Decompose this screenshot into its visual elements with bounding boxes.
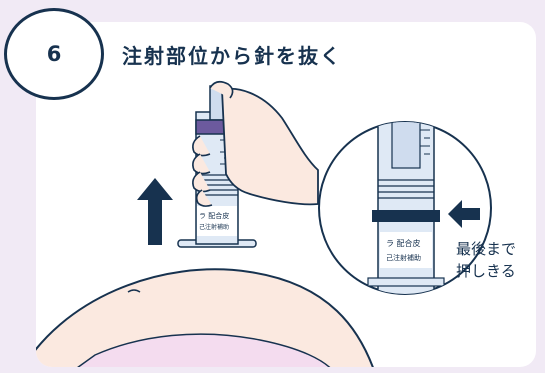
step-number-badge: 6	[4, 8, 104, 100]
instruction-line2: 押しきる	[456, 262, 516, 280]
navel	[127, 289, 141, 293]
hand	[192, 80, 319, 207]
abdomen	[36, 268, 377, 367]
syringe-label-line1: ラ 配合皮	[199, 211, 229, 220]
step-title: 注射部位から針を抜く	[122, 44, 342, 68]
zoom-label-line1: ラ 配合皮	[386, 238, 421, 248]
step-number: 6	[46, 42, 62, 66]
zoom-label-line2: 己注射補助	[386, 253, 421, 262]
left-arrow-icon	[448, 200, 480, 228]
syringe-label-line2: 己注射補助	[199, 223, 229, 231]
up-arrow-icon	[137, 178, 173, 245]
zoom-magnifier: ラ 配合皮 己注射補助	[318, 121, 492, 295]
instruction-line1: 最後まで	[456, 240, 516, 258]
